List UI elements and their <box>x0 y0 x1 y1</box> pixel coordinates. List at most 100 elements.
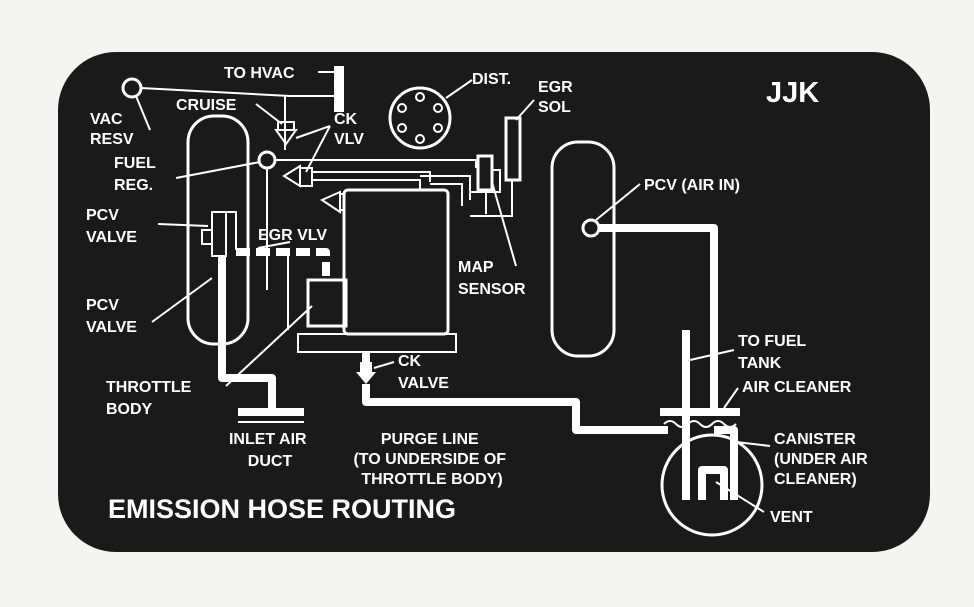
label-ck-valve: CK VALVE <box>398 353 449 392</box>
label-canister-line-3: CLEANER) <box>774 471 857 488</box>
dist-post-4 <box>415 134 425 144</box>
canister-inner-hoses <box>698 426 738 500</box>
egr-valve-lines <box>340 193 344 211</box>
label-fuel-reg-line-2: REG. <box>114 177 153 194</box>
leader-map-sensor <box>491 181 517 267</box>
label-egr-sol: EGR SOL <box>538 79 577 116</box>
label-pcv-valve-upper-line-2: VALVE <box>86 229 137 246</box>
label-ck-vlv-line-1: CK <box>334 111 358 128</box>
pcv-valve-lower-body <box>201 229 213 245</box>
label-fuel-reg-line-1: FUEL <box>114 155 156 172</box>
leader-cruise <box>255 103 283 125</box>
dist-post-1 <box>415 92 425 102</box>
leader-canister <box>735 441 771 447</box>
cruise-check-valve-body <box>277 121 295 131</box>
leader-pcv-valve-upper <box>157 223 209 227</box>
label-egr-sol-line-2: SOL <box>538 99 571 116</box>
egr-valve-diaphragm <box>319 190 341 214</box>
label-vac-resv-line-1: VAC <box>90 111 123 128</box>
label-ck-vlv-line-2: VLV <box>334 131 364 148</box>
right-cylinder-head <box>550 140 616 358</box>
pcv-to-inlet-hose <box>218 256 276 412</box>
label-throttle-body: THROTTLE BODY <box>106 379 196 418</box>
label-cruise: CRUISE <box>176 97 237 114</box>
purge-check-valve <box>356 372 376 384</box>
label-purge-line-line-3: THROTTLE BODY) <box>361 471 502 488</box>
leader-pcv-air-in <box>595 183 641 221</box>
leader-ck-valve <box>373 361 395 369</box>
label-ck-valve-line-1: CK <box>398 353 422 370</box>
label-to-hvac: TO HVAC <box>224 65 295 82</box>
ck-vlv-upper-block <box>299 167 313 187</box>
dist-post-2 <box>433 103 443 113</box>
leader-pcv-valve-lower <box>151 277 213 323</box>
distributor-cap <box>388 86 452 150</box>
egr-sol-line <box>470 180 513 217</box>
label-air-cleaner: AIR CLEANER <box>742 379 852 396</box>
label-to-fuel-tank-line-1: TO FUEL <box>738 333 806 350</box>
label-to-fuel-tank-line-2: TANK <box>738 355 782 372</box>
leader-air-cleaner <box>723 387 739 409</box>
leader-dist <box>445 79 473 99</box>
dist-post-3 <box>433 123 443 133</box>
purge-check-valve-cap <box>360 362 372 372</box>
vac-resv-line <box>140 87 334 97</box>
label-pcv-valve-upper-line-1: PCV <box>86 207 119 224</box>
air-cleaner-base <box>660 408 740 416</box>
dist-post-6 <box>397 103 407 113</box>
label-inlet-air-duct-line-1: INLET AIR <box>229 431 307 448</box>
label-map-sensor-line-2: SENSOR <box>458 281 526 298</box>
purge-line-hose <box>362 352 668 434</box>
leader-vent <box>715 481 765 513</box>
label-canister: CANISTER (UNDER AIR CLEANER) <box>774 431 872 488</box>
label-purge-line: PURGE LINE (TO UNDERSIDE OF THROTTLE BOD… <box>353 431 510 488</box>
label-inlet-air-duct-line-2: DUCT <box>248 453 293 470</box>
label-pcv-valve-upper: PCV VALVE <box>86 207 137 246</box>
decal-title: EMISSION HOSE ROUTING <box>108 494 456 524</box>
leader-egr-vlv <box>257 241 291 249</box>
label-pcv-valve-lower-line-2: VALVE <box>86 319 137 336</box>
pcv-valve-top-hose <box>226 211 237 250</box>
leader-throttle-body <box>225 305 313 387</box>
label-purge-line-line-1: PURGE LINE <box>381 431 479 448</box>
label-fuel-reg: FUEL REG. <box>114 155 160 194</box>
label-inlet-air-duct: INLET AIR DUCT <box>229 431 311 470</box>
leader-fuel-reg <box>175 161 261 179</box>
label-vac-resv: VAC RESV <box>90 111 134 148</box>
label-ck-vlv: CK VLV <box>334 111 364 148</box>
label-canister-line-1: CANISTER <box>774 431 856 448</box>
label-to-fuel-tank: TO FUEL TANK <box>738 333 810 372</box>
dist-post-5 <box>397 123 407 133</box>
label-vac-resv-line-2: RESV <box>90 131 134 148</box>
map-sensor-lines <box>470 169 501 214</box>
decal-code: JJK <box>766 77 819 109</box>
vac-tree-lines <box>312 171 471 206</box>
air-cleaner-wave <box>663 420 737 428</box>
plenum-base <box>297 333 457 353</box>
inlet-air-duct-top <box>238 408 304 416</box>
leader-to-fuel-tank <box>689 349 735 361</box>
pcv-to-throttle-hose <box>236 248 330 282</box>
label-map-sensor: MAP SENSOR <box>458 259 526 298</box>
label-ck-valve-line-2: VALVE <box>398 375 449 392</box>
throttle-body-block <box>306 278 348 328</box>
label-map-sensor-line-1: MAP <box>458 259 494 276</box>
leader-ck-vlv <box>295 125 331 173</box>
label-throttle-body-line-2: BODY <box>106 401 153 418</box>
leader-vac-resv <box>135 95 151 131</box>
decal-plate <box>58 52 930 552</box>
label-egr-sol-line-1: EGR <box>538 79 573 96</box>
label-pcv-air-in: PCV (AIR IN) <box>644 177 740 194</box>
label-egr-vlv: EGR VLV <box>258 227 327 244</box>
label-pcv-valve-lower-line-1: PCV <box>86 297 119 314</box>
label-throttle-body-line-1: THROTTLE <box>106 379 192 396</box>
label-canister-line-2: (UNDER AIR <box>774 451 868 468</box>
hvac-bar <box>334 66 344 112</box>
leader-egr-sol <box>515 99 535 121</box>
label-pcv-valve-lower: PCV VALVE <box>86 297 137 336</box>
canister <box>660 433 764 537</box>
pcv-air-in-hose <box>599 224 718 412</box>
label-vent: VENT <box>770 509 813 526</box>
fuel-reg-line <box>275 159 477 168</box>
